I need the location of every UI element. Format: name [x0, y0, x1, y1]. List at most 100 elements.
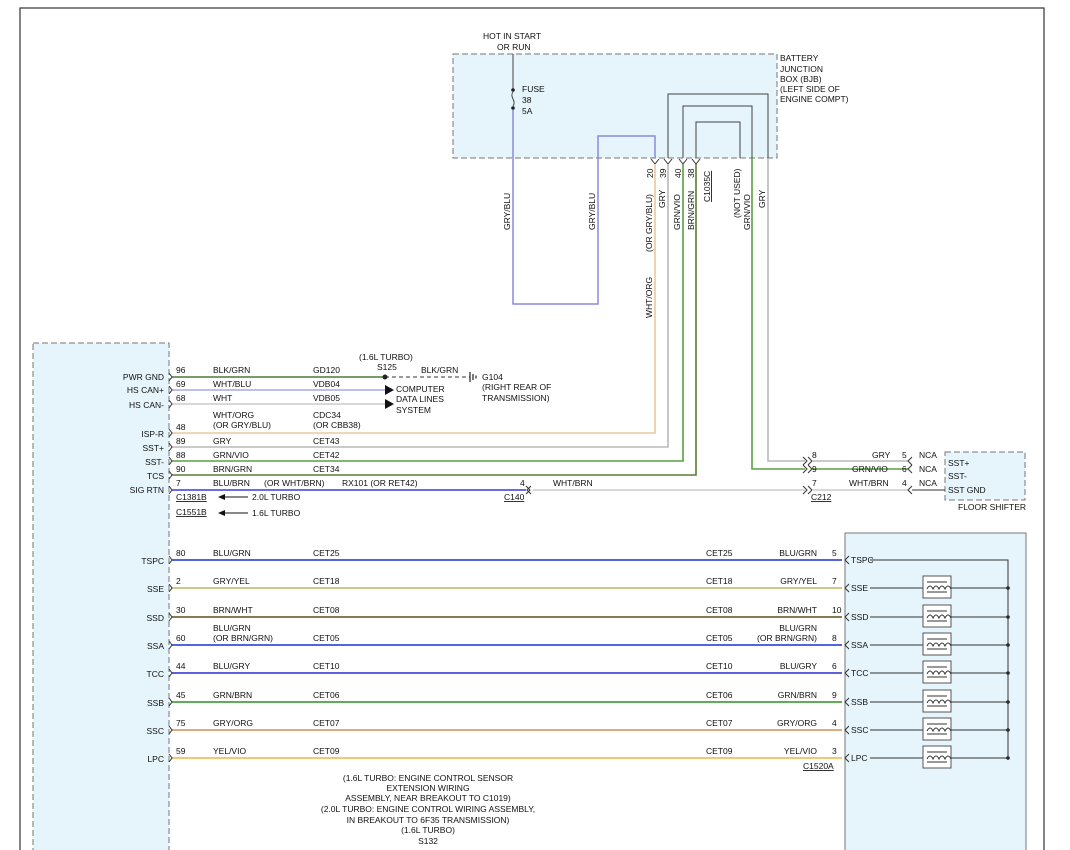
c140-connector — [525, 485, 532, 495]
pcm-pin-label: LPC — [147, 754, 164, 764]
pin-number: 68 — [176, 393, 186, 403]
circuit-id: CET07 — [313, 718, 340, 728]
solenoid-label: LPC — [851, 753, 868, 763]
pin-number: 7 — [832, 576, 837, 586]
coil-winding — [926, 614, 952, 620]
wire-color-alt: (OR BRN/GRN) — [757, 633, 817, 643]
circuit-id: CET25 — [313, 548, 340, 558]
bjb-label: (LEFT SIDE OF — [780, 84, 840, 94]
circuit-id: CET08 — [706, 605, 733, 615]
pin-mark — [168, 668, 173, 678]
nca-label: NCA — [919, 464, 937, 474]
circuit-id: CDC34 — [313, 410, 341, 420]
pin-number: 7 — [812, 478, 817, 488]
pin-number: 5 — [832, 548, 837, 558]
wire-gry-sst-plus — [172, 164, 669, 448]
engine-note: 1.6L TURBO — [252, 508, 301, 518]
bjb-label: JUNCTION — [780, 64, 823, 74]
wire-whtorg — [172, 164, 656, 434]
wire-grnvio-shifter — [751, 158, 805, 470]
connector-c1551b: C1551B — [176, 507, 207, 517]
pin-number: 90 — [176, 464, 186, 474]
pin-number: 4 — [520, 478, 525, 488]
hot-in-start-label: HOT IN START — [483, 31, 541, 41]
g104-location: TRANSMISSION) — [482, 393, 550, 403]
pin-38: 38 — [686, 168, 696, 178]
arrow-left-icon — [218, 510, 225, 516]
wire-color: WHT/BRN — [553, 478, 593, 488]
pcm-pin-label: TSPC — [141, 556, 164, 566]
wire-color: GRY/ORG — [213, 718, 253, 728]
bjb-label: BATTERY — [780, 53, 819, 63]
wire-color-alt: (OR WHT/BRN) — [264, 478, 325, 488]
splice-labels: (1.6L TURBO) S125 BLK/GRN G104 (RIGHT RE… — [359, 352, 551, 415]
wire-color: WHT — [213, 393, 232, 403]
bjb-internal-wires — [667, 93, 769, 158]
pcm-upper-labels: PWR GND 96 BLK/GRN GD120 HS CAN+ 69 WHT/… — [123, 365, 418, 495]
wire-color: GRN/VIO — [852, 464, 888, 474]
pin-number: 6 — [902, 464, 907, 474]
s125-label: S125 — [377, 362, 397, 372]
pin-mark — [168, 583, 173, 593]
wire-color: YEL/VIO — [784, 746, 817, 756]
wire-color: GRY/ORG — [777, 718, 817, 728]
circuit-id: VDB05 — [313, 393, 340, 403]
pcm-pin-label: SSB — [147, 698, 164, 708]
wire-color: WHT/BLU — [213, 379, 251, 389]
pin-40: 40 — [673, 168, 683, 178]
floor-shifter-title: FLOOR SHIFTER — [958, 502, 1026, 512]
wire-label: GRN/VIO — [672, 194, 682, 230]
diagram-frame — [19, 7, 1045, 850]
bjb-label: BOX (BJB) — [780, 74, 822, 84]
floor-shifter-box — [944, 451, 1026, 501]
pin-mark — [844, 725, 850, 735]
connector-c140: C140 — [504, 492, 525, 502]
circuit-id: RX101 (OR RET42) — [342, 478, 418, 488]
circuit-id: CET09 — [706, 746, 733, 756]
wire-color: GRN/BRN — [778, 690, 817, 700]
pcm-pin-label: SSA — [147, 641, 164, 651]
nca-label: NCA — [919, 478, 937, 488]
circuit-id: CET05 — [313, 633, 340, 643]
pin-number: 88 — [176, 450, 186, 460]
wire-color: BLU/GRN — [213, 548, 251, 558]
pcm-pin-label: TCC — [147, 669, 164, 679]
note-line: (1.6L TURBO: ENGINE CONTROL SENSOR — [343, 773, 513, 783]
note-line: EXTENSION WIRING — [386, 783, 469, 793]
pin-39: 39 — [658, 168, 668, 178]
pcm-pin-label: HS CAN+ — [127, 385, 164, 395]
pin-number: 96 — [176, 365, 186, 375]
pin-mark — [844, 583, 850, 593]
bottom-note: (1.6L TURBO: ENGINE CONTROL SENSOR EXTEN… — [321, 773, 535, 846]
pin-mark — [168, 640, 173, 650]
circuit-id: CET09 — [313, 746, 340, 756]
pin-mark — [168, 612, 173, 622]
arrow-icon — [385, 385, 394, 395]
wire-label: (OR GRY/BLU) — [644, 194, 654, 252]
wire-color: BLU/BRN — [213, 478, 250, 488]
pin-number: 60 — [176, 633, 186, 643]
connector-labels: C1381B 2.0L TURBO C1551B 1.6L TURBO C140… — [176, 478, 834, 771]
note-line: ASSEMBLY, NEAR BREAKOUT TO C1019) — [345, 793, 511, 803]
pin-number: 5 — [902, 450, 907, 460]
engine-note: 2.0L TURBO — [252, 492, 301, 502]
pin-mark — [844, 668, 850, 678]
wire-label: GRY — [657, 189, 667, 208]
circuit-id: GD120 — [313, 365, 340, 375]
note-line: IN BREAKOUT TO 6F35 TRANSMISSION) — [347, 815, 510, 825]
coil-winding — [926, 699, 952, 705]
coil-winding — [926, 585, 952, 591]
pin-number: 10 — [832, 605, 842, 615]
pin-number: 8 — [832, 633, 837, 643]
pin-number: 3 — [832, 746, 837, 756]
wire-color: BLU/GRN — [779, 623, 817, 633]
wire-color: BRN/GRN — [213, 464, 252, 474]
wire-color: BLU/GRN — [213, 623, 251, 633]
note-line: S132 — [418, 836, 438, 846]
circuit-id: CET08 — [313, 605, 340, 615]
